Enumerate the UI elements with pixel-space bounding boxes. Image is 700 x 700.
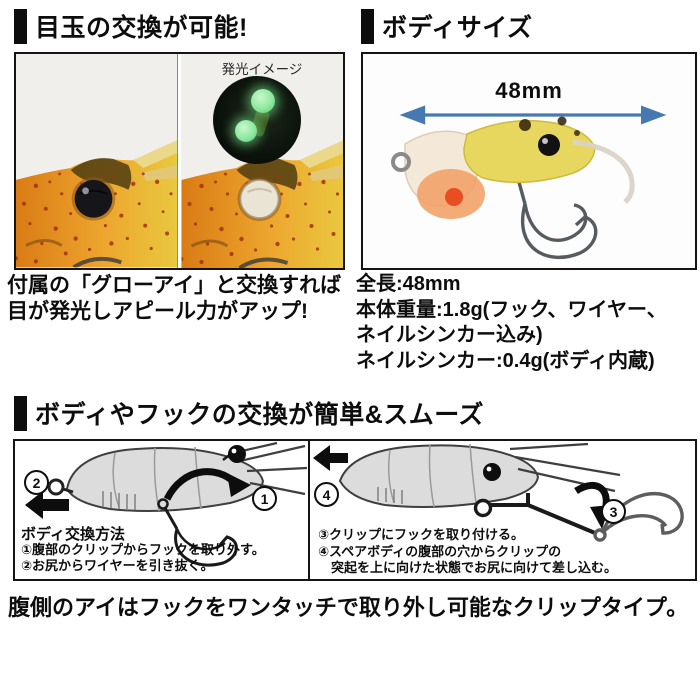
glow-image-label: 発光イメージ [221, 62, 303, 77]
section-body-size-header: ボディサイズ [361, 8, 533, 44]
swap-diagram-box: 2 1 ボディ交換方法 ①腹部のクリップからフックを取り外す。 ②お尻からワイヤ… [13, 439, 697, 581]
wire-loop [47, 478, 65, 496]
lure-red-spot [445, 188, 463, 206]
section-swap-guide-title: ボディやフックの交換が簡単&スムーズ [35, 401, 485, 429]
glow-dot-top [251, 89, 275, 113]
lure-eye [538, 134, 560, 156]
section-swap-guide-header: ボディやフックの交換が簡単&スムーズ [14, 395, 484, 431]
line-tie-loop [391, 152, 411, 172]
step-1: ①腹部のクリップからフックを取り外す。 [21, 542, 265, 557]
glow-eye-photo: 発光イメージ [181, 54, 343, 268]
diagram-divider [308, 441, 310, 579]
length-label: 48mm [495, 78, 563, 103]
header-bar [361, 8, 374, 44]
body-swap-diagram: 2 1 ボディ交換方法 ①腹部のクリップからフックを取り外す。 ②お尻からワイヤ… [15, 441, 308, 579]
callout-4-number: 4 [322, 486, 331, 503]
step-2: ②お尻からワイヤーを引き抜く。 [21, 558, 214, 573]
hook [157, 498, 238, 567]
callout-2-number: 2 [32, 474, 41, 491]
caption-line-1: 付属の「グローアイ」と交換すれば [7, 274, 342, 297]
step-4-line-2: 突起を上に向けた状態でお尻に向けて差し込む。 [331, 560, 618, 575]
pull-left-arrow-icon [313, 445, 348, 471]
step-4-line-1: ④スペアボディの腹部の穴からクリップの [318, 544, 562, 559]
header-bar [14, 8, 27, 44]
eye-swap-caption: 付属の「グローアイ」と交換すれば 目が発光しアピール力がアップ! [7, 273, 341, 325]
hook-attach-diagram: 4 3 ③クリップにフックを取り付ける。 ④スペアボディの腹部の穴からクリップの… [310, 441, 695, 579]
lure-head [463, 119, 596, 184]
black-eye-photo [16, 54, 177, 268]
callout-3-number: 3 [609, 503, 618, 520]
lure-whisker [572, 139, 635, 204]
lure-photo: 48mm [363, 54, 695, 268]
section-eye-swap-header: 目玉の交換が可能! [14, 8, 248, 44]
shrimp-head-glow-eye-image [181, 54, 343, 268]
spec-list: 全長:48mm 本体重量:1.8g(フック、ワイヤー、 ネイルシンカー込み) ネ… [356, 272, 667, 374]
shrimp-head-black-eye-image [16, 54, 177, 268]
spec-weight-1: 本体重量:1.8g(フック、ワイヤー、 [356, 298, 667, 321]
spec-sinker: ネイルシンカー:0.4g(ボディ内蔵) [356, 349, 655, 372]
header-bar [14, 395, 27, 431]
clip-ring [473, 498, 493, 518]
body-size-photo-box: 48mm [361, 52, 697, 270]
callout-3: 3 [601, 499, 626, 524]
glow-demo-circle [213, 76, 301, 164]
eye-ball [483, 463, 501, 481]
section-eye-swap-title: 目玉の交換が可能! [35, 14, 248, 42]
glow-dot-bottom [235, 120, 257, 142]
section-body-size-title: ボディサイズ [382, 14, 533, 42]
eye-swap-photo-box: 発光イメージ [14, 52, 345, 270]
callout-4: 4 [314, 482, 339, 507]
spec-weight-2: ネイルシンカー込み) [356, 324, 543, 346]
pull-left-arrow-icon [25, 491, 69, 519]
eye-ball [228, 445, 246, 463]
clip-wire [527, 503, 596, 535]
callout-2: 2 [24, 470, 49, 495]
method-title: ボディ交換方法 [21, 526, 125, 543]
step-3: ③クリップにフックを取り付ける。 [318, 527, 525, 542]
photo-divider [177, 54, 181, 268]
whiskers [232, 441, 308, 496]
callout-1-number: 1 [260, 490, 269, 507]
caption-line-2: 目が発光しアピール力がアップ! [7, 300, 308, 323]
body-swap-illustration [25, 441, 308, 567]
spec-length: 全長:48mm [356, 273, 461, 295]
hook-attach-illustration [313, 442, 684, 542]
clip-type-note: 腹側のアイはフックをワンタッチで取り外し可能なクリップタイプ。 [8, 595, 689, 620]
lure-with-dimension-image [391, 105, 667, 259]
callout-1: 1 [252, 486, 277, 511]
